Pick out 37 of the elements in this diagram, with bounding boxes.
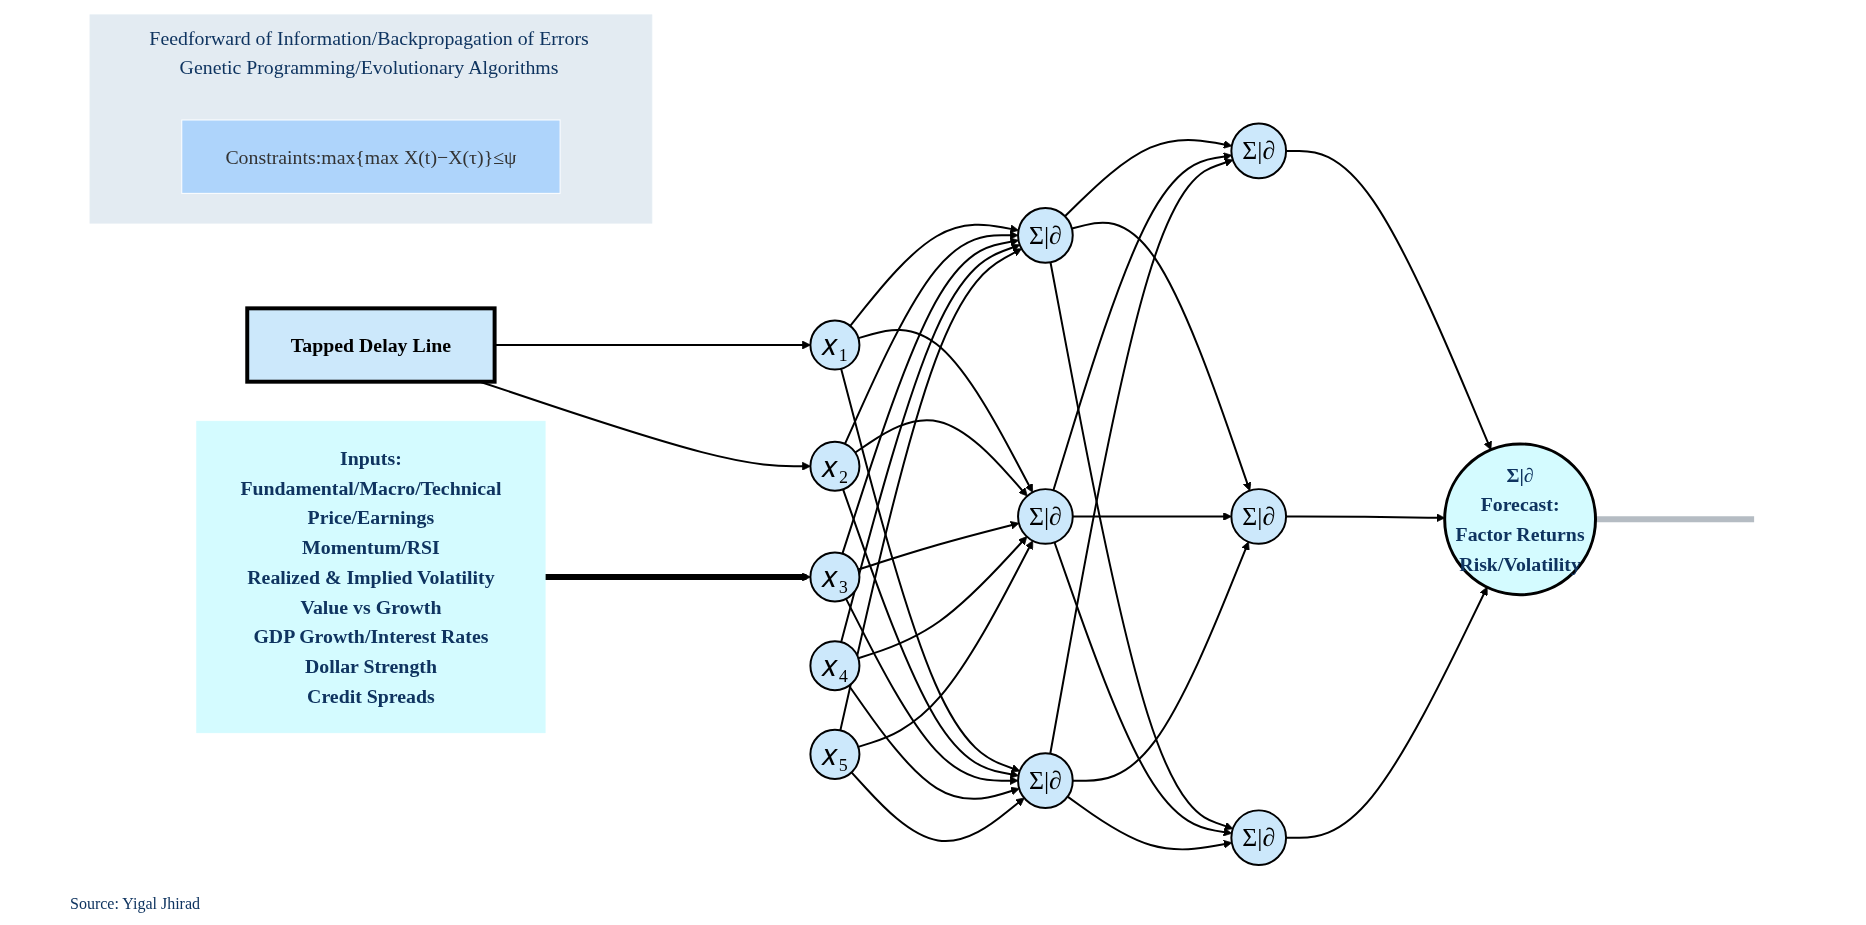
node-circle: Σ|∂ [1230, 488, 1288, 545]
arrow [841, 237, 1019, 555]
arrow [840, 243, 1021, 643]
node-circle: 𝑥₂ [809, 440, 861, 492]
node-box: Constraints:max{max X(t)−X(τ)}≤ψ [181, 119, 561, 194]
node-circle: 𝑥₃ [809, 551, 861, 603]
node-circle: 𝑥₄ [809, 640, 861, 692]
arrow [1066, 795, 1233, 851]
node-circle: Σ|∂ [1017, 207, 1074, 264]
arrow [857, 536, 1028, 660]
arrow [1063, 138, 1233, 218]
arrow [1052, 152, 1233, 492]
node-circle: Σ|∂ Forecast: Factor Returns Risk/Volatility [1443, 442, 1597, 597]
connector [1595, 516, 1755, 523]
node-box: Tapped Delay Line [245, 306, 497, 384]
arrow [857, 328, 1033, 493]
arrow [545, 572, 811, 582]
arrow [1049, 261, 1234, 831]
node-circle: Σ|∂ [1017, 752, 1074, 809]
node-box: Inputs: Fundamental/Macro/Technical Price/Earnings Momentum/RSI Realized & Implied Volatility Value vs Growth GDP Growth/Interest Rates Dollar Strength Credit Spreads [196, 420, 546, 734]
source-caption: Source: Yigal Jhirad [70, 895, 201, 913]
arrow [842, 488, 1019, 779]
arrow [854, 419, 1028, 497]
node-circle: 𝑥₅ [809, 728, 861, 780]
arrow [840, 367, 1021, 773]
arrow [857, 540, 1034, 748]
arrow [1049, 158, 1234, 755]
arrow [839, 248, 1022, 732]
arrow [845, 597, 1019, 785]
node-circle: Σ|∂ [1017, 488, 1074, 545]
node-circle: Σ|∂ [1230, 809, 1288, 867]
node-circle: Σ|∂ [1230, 122, 1288, 180]
node-circle: 𝑥₁ [809, 319, 861, 371]
arrow [849, 223, 1019, 327]
arrow [850, 771, 1025, 843]
arrow [844, 231, 1019, 445]
arrow [1053, 541, 1233, 837]
